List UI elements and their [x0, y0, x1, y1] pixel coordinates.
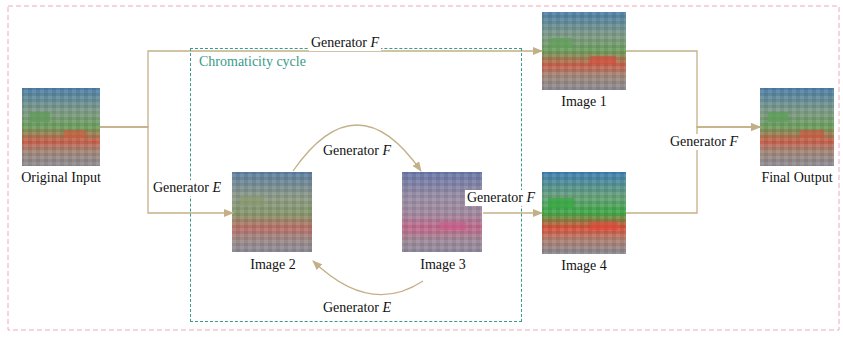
edge-label: Generator F [309, 35, 381, 51]
connector-arrow [100, 127, 233, 213]
image-caption: Image 2 [250, 257, 295, 273]
image-caption: Image 3 [420, 257, 465, 273]
image-node: Image 3 [403, 173, 483, 253]
image-thumbnail [22, 88, 100, 166]
image-thumbnail [542, 172, 626, 254]
edge-label: Generator F [321, 143, 393, 159]
group-region: Chromaticity cycleImage 2 Image 3 [190, 48, 522, 322]
edge-label: Generator E [321, 300, 393, 316]
connector-arrow [483, 212, 542, 213]
image-caption: Image 4 [561, 258, 606, 274]
edge-label: Generator E [151, 180, 223, 196]
image-node: Final Output [760, 88, 834, 166]
image-thumbnail [402, 172, 482, 252]
edge-label: Generator F [668, 134, 740, 150]
connector-arrow [100, 51, 542, 127]
connector-arrow [293, 125, 421, 171]
image-thumbnail [232, 172, 312, 252]
connector-arrow [313, 261, 423, 295]
connector-arrow [626, 127, 760, 213]
image-node: Original Input [22, 88, 100, 166]
outer-frame [8, 6, 839, 330]
image-node: Image 1 [542, 12, 626, 90]
image-caption: Original Input [21, 170, 101, 186]
image-caption: Image 1 [561, 94, 606, 110]
image-node: Image 2 [233, 173, 313, 253]
image-node: Image 4 [542, 172, 626, 254]
edge-label: Generator F [465, 190, 537, 206]
image-thumbnail [760, 88, 834, 166]
image-caption: Final Output [761, 170, 832, 186]
image-thumbnail [542, 12, 626, 90]
region-title: Chromaticity cycle [199, 54, 306, 70]
connector-arrow [626, 51, 760, 127]
